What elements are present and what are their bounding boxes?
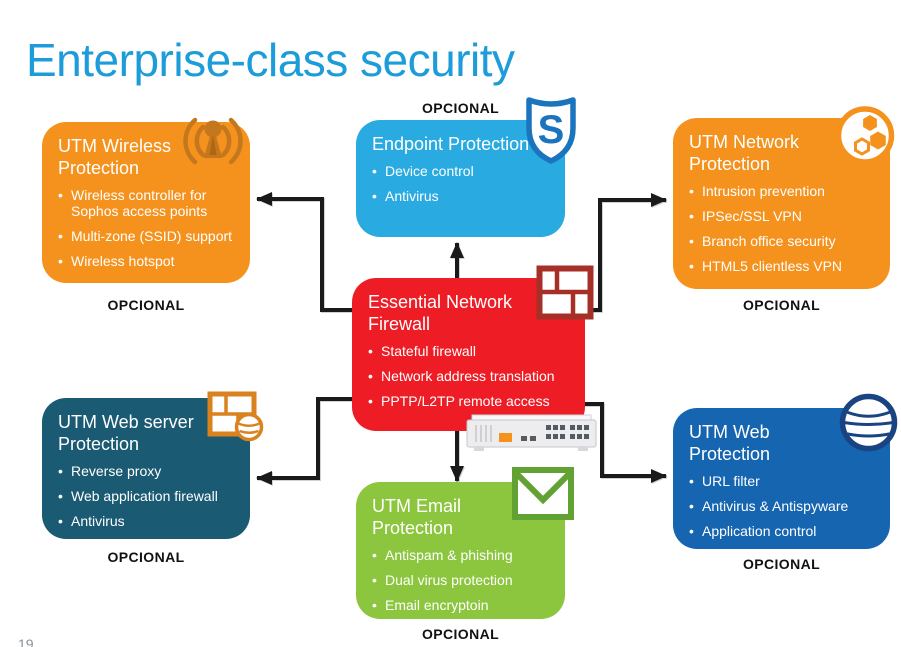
arrow-to-network bbox=[583, 193, 667, 312]
globe-icon bbox=[839, 393, 898, 452]
optional-label-email: OPCIONAL bbox=[421, 626, 500, 642]
optional-label-wireless: OPCIONAL bbox=[107, 297, 185, 313]
node-bullets: Reverse proxy Web application firewall A… bbox=[58, 463, 240, 529]
optional-label-network: OPCIONAL bbox=[742, 297, 821, 313]
bullet-item: Reverse proxy bbox=[58, 463, 240, 479]
node-title: UTM Web Protection bbox=[689, 422, 771, 464]
node-title: Endpoint Protection bbox=[372, 134, 530, 154]
antenna-icon bbox=[183, 111, 243, 172]
bullet-item: Application control bbox=[689, 523, 880, 539]
bullet-item: HTML5 clientless VPN bbox=[689, 258, 880, 274]
bullet-item: Antivirus bbox=[372, 188, 555, 204]
page-number: 19 bbox=[18, 636, 34, 647]
bullet-item: Wireless hotspot bbox=[58, 253, 240, 269]
bullet-item: URL filter bbox=[689, 473, 880, 489]
node-bullets: URL filter Antivirus & Antispyware Appli… bbox=[689, 473, 880, 539]
node-utm-wireless-protection: UTM Wireless Protection Wireless control… bbox=[42, 122, 250, 283]
arrow-to-wireless bbox=[256, 192, 356, 312]
node-title: UTM Network Protection bbox=[689, 132, 800, 174]
bullet-item: Antispam & phishing bbox=[372, 547, 555, 563]
node-title: UTM Wireless Protection bbox=[58, 136, 171, 178]
bullet-item: Wireless controller for Sophos access po… bbox=[58, 187, 240, 219]
envelope-icon bbox=[511, 466, 575, 521]
bullet-item: Stateful firewall bbox=[368, 343, 575, 359]
hexagons-circle-icon bbox=[835, 105, 895, 166]
bullet-item: Network address translation bbox=[368, 368, 575, 384]
node-bullets: Antispam & phishing Dual virus protectio… bbox=[372, 547, 555, 613]
bullet-item: IPSec/SSL VPN bbox=[689, 208, 880, 224]
optional-label-endpoint: OPCIONAL bbox=[421, 100, 500, 116]
network-appliance-image bbox=[466, 411, 597, 454]
optional-label-web: OPCIONAL bbox=[742, 556, 821, 572]
bullet-item: Multi-zone (SSID) support bbox=[58, 228, 240, 244]
bullet-item: Intrusion prevention bbox=[689, 183, 880, 199]
bullet-item: Branch office security bbox=[689, 233, 880, 249]
brick-wall-icon bbox=[536, 265, 594, 320]
node-title: UTM Web server Protection bbox=[58, 412, 194, 454]
sophos-shield-icon: S bbox=[525, 92, 577, 166]
node-endpoint-protection: Endpoint Protection Device control Antiv… bbox=[356, 120, 565, 237]
bullet-item: PPTP/L2TP remote access bbox=[368, 393, 575, 409]
node-title: UTM Email Protection bbox=[372, 496, 461, 538]
node-bullets: Device control Antivirus bbox=[372, 163, 555, 204]
node-bullets: Intrusion prevention IPSec/SSL VPN Branc… bbox=[689, 183, 880, 274]
bullet-item: Web application firewall bbox=[58, 488, 240, 504]
bullet-item: Device control bbox=[372, 163, 555, 179]
svg-text:S: S bbox=[538, 108, 565, 152]
page-title: Enterprise-class security bbox=[26, 33, 515, 86]
arrow-to-webserver bbox=[256, 397, 356, 485]
brick-wall-globe-icon bbox=[207, 391, 264, 442]
bullet-item: Email encryptoin bbox=[372, 597, 555, 613]
bullet-item: Antivirus bbox=[58, 513, 240, 529]
optional-label-webserver: OPCIONAL bbox=[107, 549, 185, 565]
node-title: Essential Network Firewall bbox=[368, 292, 513, 334]
bullet-item: Antivirus & Antispyware bbox=[689, 498, 880, 514]
bullet-item: Dual virus protection bbox=[372, 572, 555, 588]
node-bullets: Wireless controller for Sophos access po… bbox=[58, 187, 240, 269]
node-bullets: Stateful firewall Network address transl… bbox=[368, 343, 575, 409]
